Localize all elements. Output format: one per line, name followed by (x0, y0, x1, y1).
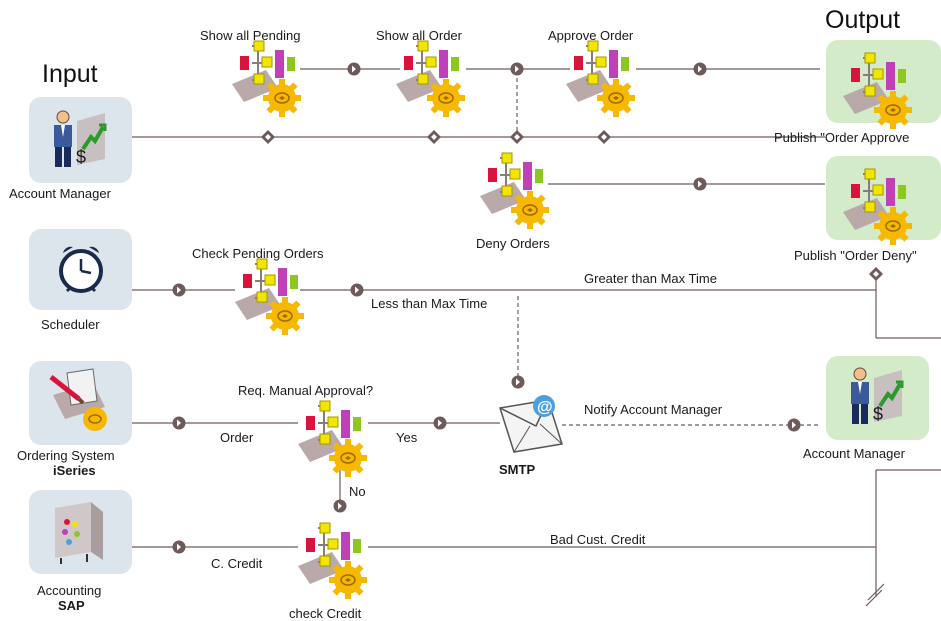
publish-deny-process-icon (842, 168, 913, 246)
smtp-envelope-icon: @ (499, 395, 563, 453)
notify-account-manager-label: Notify Account Manager (584, 402, 723, 417)
svg-text:@: @ (537, 399, 553, 416)
accounting-source-box[interactable] (29, 490, 132, 574)
ordering-system-platform-label: iSeries (53, 463, 96, 478)
req-manual-approval-label: Req. Manual Approval? (238, 383, 374, 398)
bad-cust-credit-label: Bad Cust. Credit (550, 532, 646, 547)
account-manager-source-label: Account Manager (9, 186, 111, 201)
publish-order-approved-label: Publish "Order Approve (774, 130, 910, 145)
document-pencil-icon (49, 368, 107, 431)
accounting-platform-label: SAP (58, 598, 85, 613)
approve-order-label: Approve Order (548, 28, 634, 43)
smtp-label: SMTP (499, 462, 536, 477)
alarm-clock-icon (59, 246, 103, 293)
check-pending-orders-label: Check Pending Orders (192, 246, 324, 261)
output-heading: Output (825, 6, 901, 34)
input-heading: Input (42, 60, 98, 88)
less-than-max-time-label: Less than Max Time (371, 296, 488, 311)
account-manager-target-box[interactable] (826, 356, 929, 440)
order-edge-label: Order (220, 430, 254, 445)
no-edge-label: No (349, 484, 366, 499)
yes-edge-label: Yes (396, 430, 418, 445)
check-credit-label: check Credit (289, 606, 362, 621)
abacus-icon (55, 502, 103, 564)
scheduler-source-box[interactable] (29, 229, 132, 310)
publish-approved-process-icon (842, 52, 913, 130)
ordering-system-label: Ordering System (17, 448, 115, 463)
ordering-system-source-box[interactable] (29, 361, 132, 445)
account-manager-source-box[interactable] (29, 97, 132, 183)
scheduler-label: Scheduler (41, 317, 100, 332)
show-all-pending-label: Show all Pending (200, 28, 301, 43)
publish-order-deny-label: Publish "Order Deny" (794, 248, 917, 263)
deny-orders-label: Deny Orders (476, 236, 550, 251)
show-all-order-label: Show all Order (376, 28, 462, 43)
c-credit-edge-label: C. Credit (211, 556, 263, 571)
greater-than-max-time-label: Greater than Max Time (584, 271, 717, 286)
account-manager-target-label: Account Manager (803, 446, 905, 461)
accounting-label: Accounting (37, 583, 102, 598)
flow-lines (130, 68, 941, 607)
